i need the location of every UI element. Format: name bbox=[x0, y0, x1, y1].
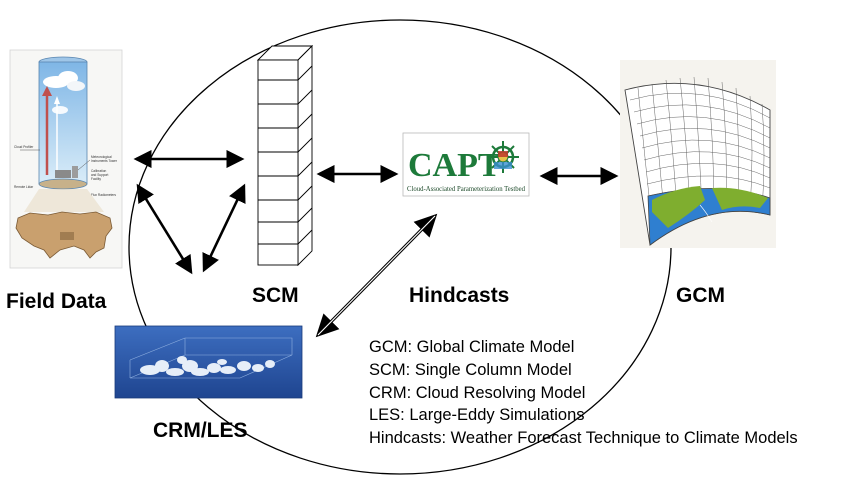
legend-item: GCM: Global Climate Model bbox=[369, 338, 574, 356]
label-field-data: Field Data bbox=[6, 290, 107, 313]
capt-logo-subtitle: Cloud-Associated Parameterization Testbe… bbox=[407, 185, 525, 193]
svg-text:Facility: Facility bbox=[91, 177, 101, 181]
svg-text:Flux Radiometers: Flux Radiometers bbox=[91, 193, 116, 197]
legend-item: Hindcasts: Weather Forecast Technique to… bbox=[369, 429, 798, 447]
arrow-scm-crm bbox=[202, 183, 246, 273]
scm-column-image bbox=[256, 44, 314, 267]
legend-item: LES: Large-Eddy Simulations bbox=[369, 406, 585, 424]
label-hindcasts: Hindcasts bbox=[409, 284, 509, 307]
svg-text:Cloud Profiler: Cloud Profiler bbox=[14, 145, 34, 149]
svg-text:Remote Lidar: Remote Lidar bbox=[14, 185, 34, 189]
capt-logo: CAPT Cloud-Associated Parameterization T… bbox=[402, 132, 530, 197]
legend: GCM: Global Climate Model SCM: Single Co… bbox=[369, 338, 798, 447]
field-data-image: Meteorological Instruments Tower Calibra… bbox=[9, 49, 123, 269]
legend-item: SCM: Single Column Model bbox=[369, 361, 572, 379]
svg-text:Meteorological: Meteorological bbox=[91, 155, 112, 159]
svg-text:Instruments Tower: Instruments Tower bbox=[91, 159, 118, 163]
label-gcm: GCM bbox=[676, 284, 725, 307]
crm-les-image bbox=[114, 325, 303, 399]
arrow-capt-crm bbox=[315, 213, 438, 338]
svg-text:Calibration: Calibration bbox=[91, 169, 106, 173]
arrow-field-crm bbox=[136, 183, 193, 275]
capt-logo-title: CAPT bbox=[408, 147, 501, 184]
label-scm: SCM bbox=[252, 284, 299, 307]
svg-text:and Support: and Support bbox=[91, 173, 108, 177]
label-crm-les: CRM/LES bbox=[153, 419, 248, 442]
gcm-globe-image bbox=[620, 60, 776, 248]
legend-item: CRM: Cloud Resolving Model bbox=[369, 384, 585, 402]
ship-wheel-icon bbox=[487, 141, 519, 173]
